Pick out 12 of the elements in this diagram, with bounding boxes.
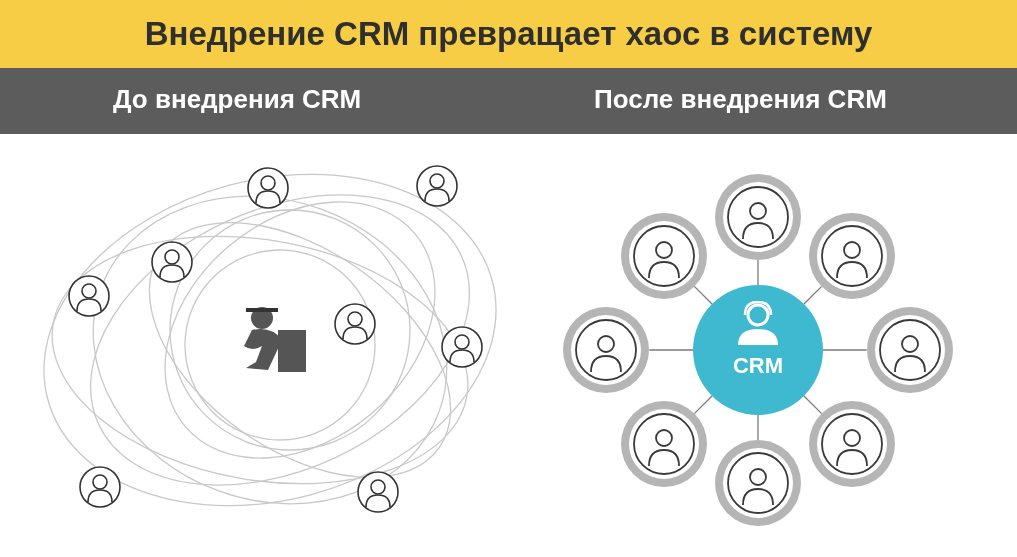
title: Внедрение CRM превращает хаос в систему [144,15,873,53]
connector-line [693,395,713,415]
connector-line [803,395,823,415]
connector-line [757,414,759,441]
connector-line [693,285,713,305]
connector-line [648,349,694,351]
hub-label: CRM [731,353,785,379]
connector-line [822,349,868,351]
section-heading: После внедрения CRM [594,84,887,115]
section-heading: До внедрения CRM [113,84,362,115]
connector-line [803,285,823,305]
connector-line [757,259,759,286]
